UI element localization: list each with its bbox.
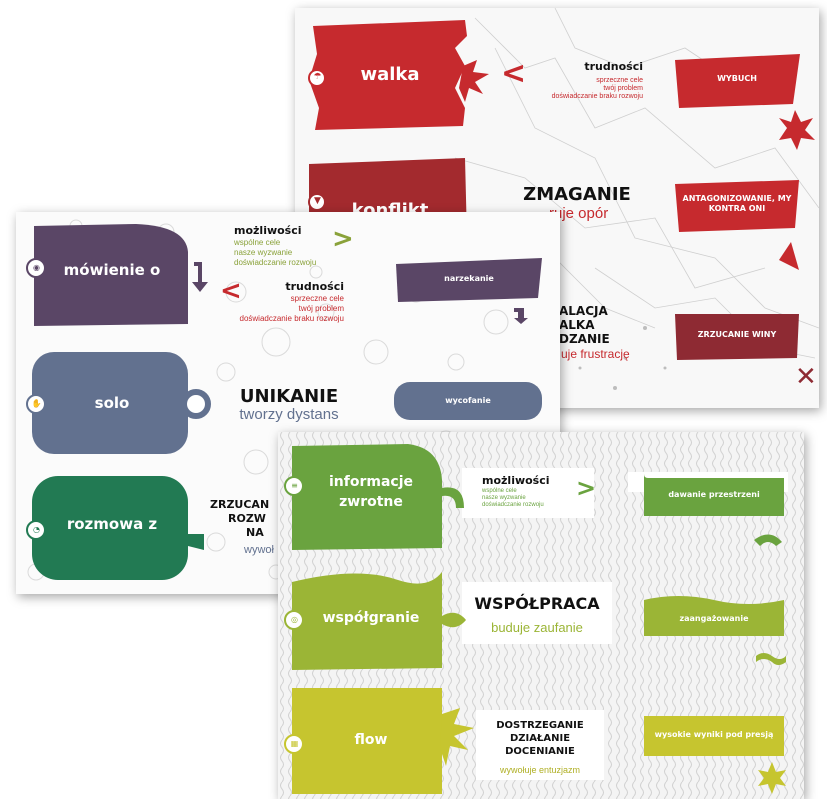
mozliwosci-line: nasze wyzwanie <box>234 248 293 257</box>
chevron-left-icon: < <box>501 56 527 91</box>
right-label-zrzucanie-winy: ZRZUCANIE WINY <box>697 330 777 339</box>
mozliwosci-line: doświadczanie rozwoju <box>482 502 544 508</box>
wybuch-shape <box>675 54 800 108</box>
narzekanie-shape <box>396 258 542 302</box>
right-label-wysokie-wyniki: wysokie wyniki pod presją <box>654 730 774 739</box>
dawanie-przestrzeni-shape <box>644 474 784 516</box>
wysokie-wyniki-shape <box>644 716 784 756</box>
bottom-line: ALKA <box>559 318 595 332</box>
trudnosci-title: trudności <box>285 280 344 293</box>
mowienie-o-shape <box>34 224 188 326</box>
trudnosci-line: sprzeczne cele <box>290 294 344 303</box>
row-label-rozmowa-z: rozmowa z <box>66 515 158 533</box>
bottom-line: ALACJA <box>559 304 608 318</box>
center-title: WSPÓŁPRACA <box>474 594 600 613</box>
row-label-informacje-zwrotne: informacje zwrotne <box>328 474 413 510</box>
bottom-subtitle: wywołuje entuzjazm <box>499 765 581 775</box>
mozliwosci-title: możliwości <box>482 474 550 487</box>
bottom-line: NA <box>246 526 264 539</box>
target-icon: ◎ <box>291 615 298 624</box>
bottom-subtitle: uje frustrację <box>561 347 630 361</box>
row-label-flow: flow <box>354 732 388 748</box>
center-subtitle: buduje zaufanie <box>491 620 583 635</box>
center-title: ZMAGANIE <box>523 184 631 205</box>
chevron-right-icon: > <box>576 474 597 502</box>
bottom-line: DOSTRZEGANIE <box>496 720 584 731</box>
chevron-left-icon: < <box>220 276 242 306</box>
green-card: ≡ ◎ ▦ informacje zwrotne współgranie flo… <box>278 432 804 799</box>
thumbs-down-icon: ▼ <box>314 196 321 206</box>
row-label-walka: walka <box>360 64 420 85</box>
speech-target-icon: ◉ <box>33 263 40 272</box>
mozliwosci-line: wspólne cele <box>482 488 517 494</box>
row-label-solo: solo <box>94 394 130 412</box>
bubble-texture <box>26 219 542 581</box>
wspolgranie-shape <box>292 572 442 670</box>
trudnosci-title: trudności <box>584 60 643 73</box>
right-label-wycofanie: wycofanie <box>445 396 491 405</box>
right-label-narzekanie: narzekanie <box>444 274 494 283</box>
right-label-wybuch: WYBUCH <box>717 74 757 83</box>
bottom-line: DZANIE <box>559 332 610 346</box>
chat-icon: ◔ <box>33 525 40 534</box>
bottom-line: DOCENIANIE <box>505 746 575 757</box>
solo-shape <box>32 352 188 454</box>
cross-icon: ✕ <box>795 362 817 392</box>
trudnosci-line: twój problem <box>298 304 344 313</box>
center-subtitle: tworzy dystans <box>239 406 339 423</box>
center-subtitle: ruje opór <box>549 205 609 222</box>
mozliwosci-title: możliwości <box>234 224 302 237</box>
wycofanie-shape <box>394 382 542 420</box>
grid-icon: ▦ <box>290 739 299 748</box>
rozmowa-shape <box>32 476 188 580</box>
trudnosci-line: sprzeczne cele <box>596 77 643 84</box>
center-title: UNIKANIE <box>239 386 339 407</box>
bottom-line: ROZW <box>228 512 266 525</box>
row-label-mowienie-o: mówienie o <box>63 261 161 279</box>
chevron-right-icon: > <box>332 224 354 254</box>
wave-texture <box>278 432 804 799</box>
mozliwosci-line: doświadczanie rozwoju <box>234 258 317 267</box>
right-label-antagonizowanie: ANTAGONIZOWANIE, MY KONTRA ONI <box>682 194 792 213</box>
right-label-zaangazowanie: zaangażowanie <box>679 614 749 623</box>
trudnosci-line: doświadczanie braku rozwoju <box>239 314 345 323</box>
bottom-line: DZIAŁANIE <box>509 733 571 744</box>
flow-shape <box>292 688 442 794</box>
umbrella-icon: ☂ <box>313 72 322 82</box>
trudnosci-line: doświadczanie braku rozwoju <box>551 93 643 100</box>
list-icon: ≡ <box>291 481 298 490</box>
right-label-dawanie-przestrzeni: dawanie przestrzeni <box>668 490 760 499</box>
zaangazowanie-shape <box>644 596 784 636</box>
mozliwosci-line: nasze wyzwanie <box>482 495 526 501</box>
informacje-zwrotne-shape <box>292 444 442 550</box>
walka-burst <box>459 60 489 102</box>
bottom-subtitle: wywoł <box>244 544 274 556</box>
walka-shape <box>309 20 467 130</box>
mozliwosci-line: wspólne cele <box>234 238 281 247</box>
trudnosci-line: twój problem <box>603 85 643 92</box>
hand-icon: ✋ <box>31 399 42 408</box>
bottom-line: ZRZUCAN <box>210 498 270 511</box>
wybuch-burst <box>779 110 815 150</box>
flow-burst <box>440 708 474 766</box>
row-label-wspolgranie: współgranie <box>322 610 420 626</box>
